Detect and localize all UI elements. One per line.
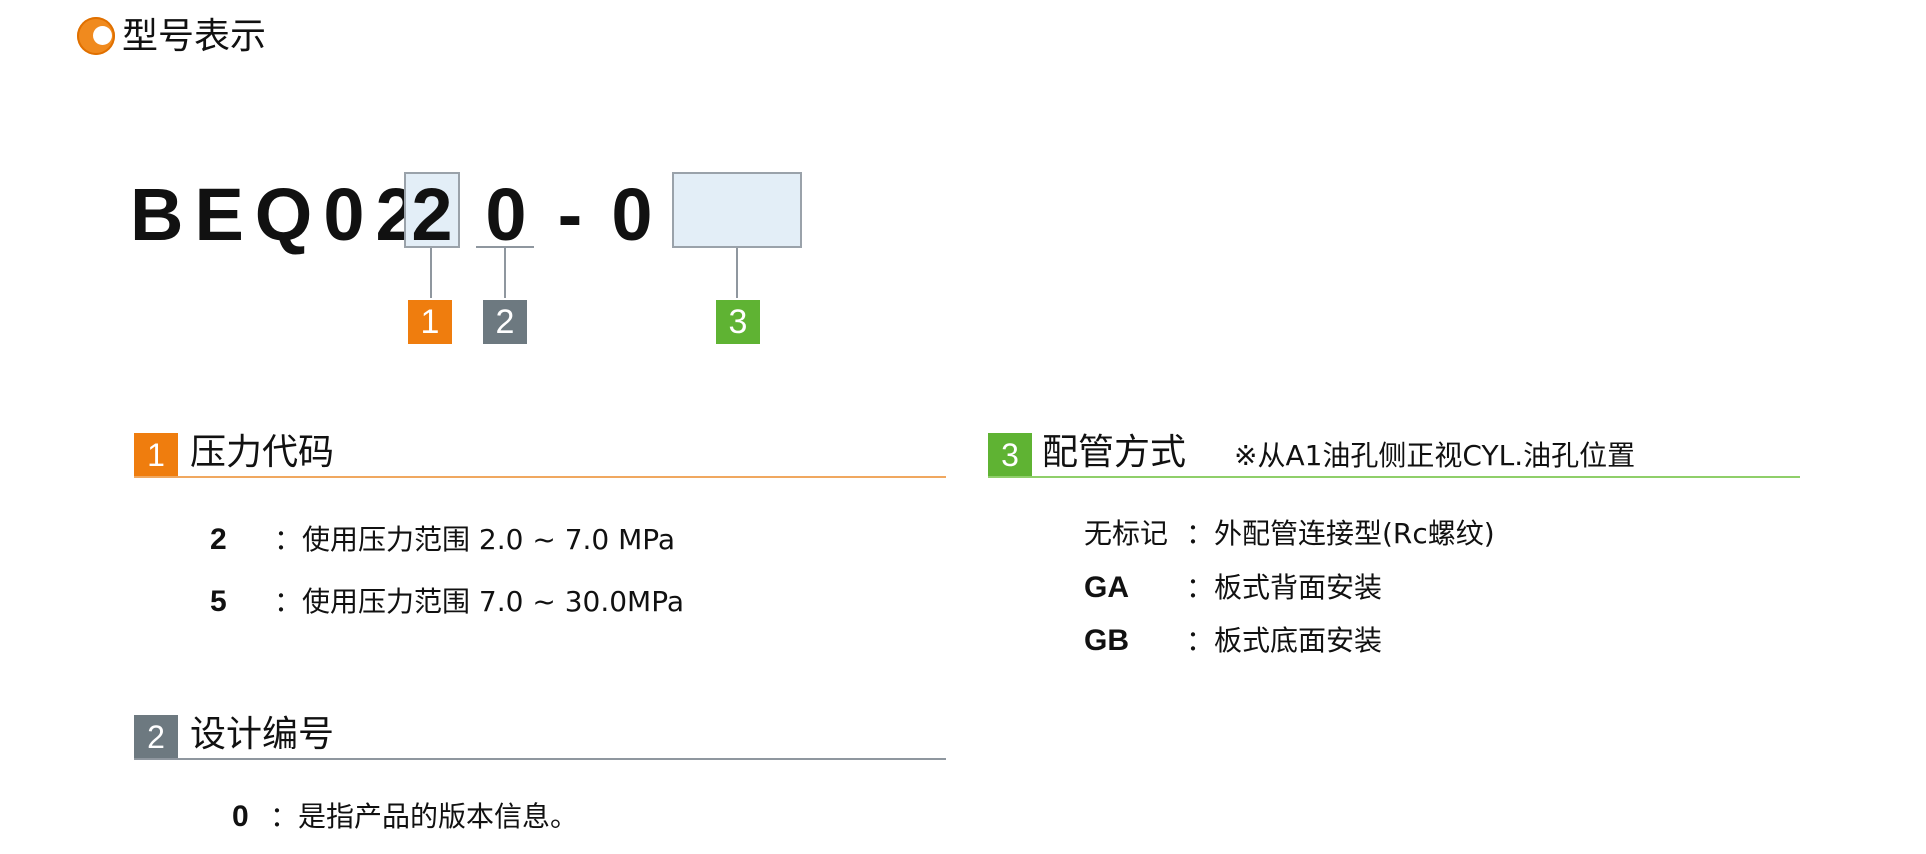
pressure-code: 5 <box>210 585 227 618</box>
model-code-prefix: BEQ02 <box>130 173 428 256</box>
pressure-description: ：使用压力范围 2.0 ~ 7.0 MPa <box>274 523 676 556</box>
section-divider-pressure <box>134 476 946 478</box>
section-divider-piping <box>988 476 1800 478</box>
piping-code: 无标记 <box>1084 518 1169 549</box>
badge-2: 2 <box>483 300 527 344</box>
page-title: 型号表示 <box>122 16 267 57</box>
design-code: 0 <box>232 800 249 833</box>
section-title-piping: 配管方式 <box>1042 432 1187 473</box>
model-code-last-digit: 0 <box>611 173 653 256</box>
section-number-design: 2 <box>134 715 178 759</box>
connector-line-1 <box>430 248 432 298</box>
connector-line-2 <box>504 248 506 298</box>
model-code-pressure-digit: 2 <box>411 173 453 256</box>
section-title-design: 设计编号 <box>190 714 335 755</box>
piping-description: ：板式底面安装 <box>1186 624 1383 657</box>
design-description: ：是指产品的版本信息。 <box>270 800 579 833</box>
pressure-code: 2 <box>210 523 227 556</box>
section-number-piping: 3 <box>988 433 1032 477</box>
section-divider-design <box>134 758 946 760</box>
section-note-piping: ※从A1油孔侧正视CYL.油孔位置 <box>1234 439 1636 472</box>
design-digit-underline <box>476 246 534 248</box>
model-code-box-piping <box>672 172 802 248</box>
bullet-circle-icon <box>77 17 115 55</box>
connector-line-3 <box>736 248 738 298</box>
pressure-description: ：使用压力范围 7.0 ~ 30.0MPa <box>274 585 684 618</box>
piping-code: GB <box>1084 624 1129 657</box>
model-code-box-pressure <box>404 172 460 248</box>
model-code-design-digit: 0 <box>485 173 527 256</box>
section-title-pressure: 压力代码 <box>190 432 335 473</box>
section-number-pressure: 1 <box>134 433 178 477</box>
badge-3: 3 <box>716 300 760 344</box>
model-code-dash: - <box>557 173 583 256</box>
piping-description: ：板式背面安装 <box>1186 571 1383 604</box>
piping-description: ：外配管连接型(Rc螺纹) <box>1186 517 1495 550</box>
badge-1: 1 <box>408 300 452 344</box>
piping-code: GA <box>1084 571 1129 604</box>
